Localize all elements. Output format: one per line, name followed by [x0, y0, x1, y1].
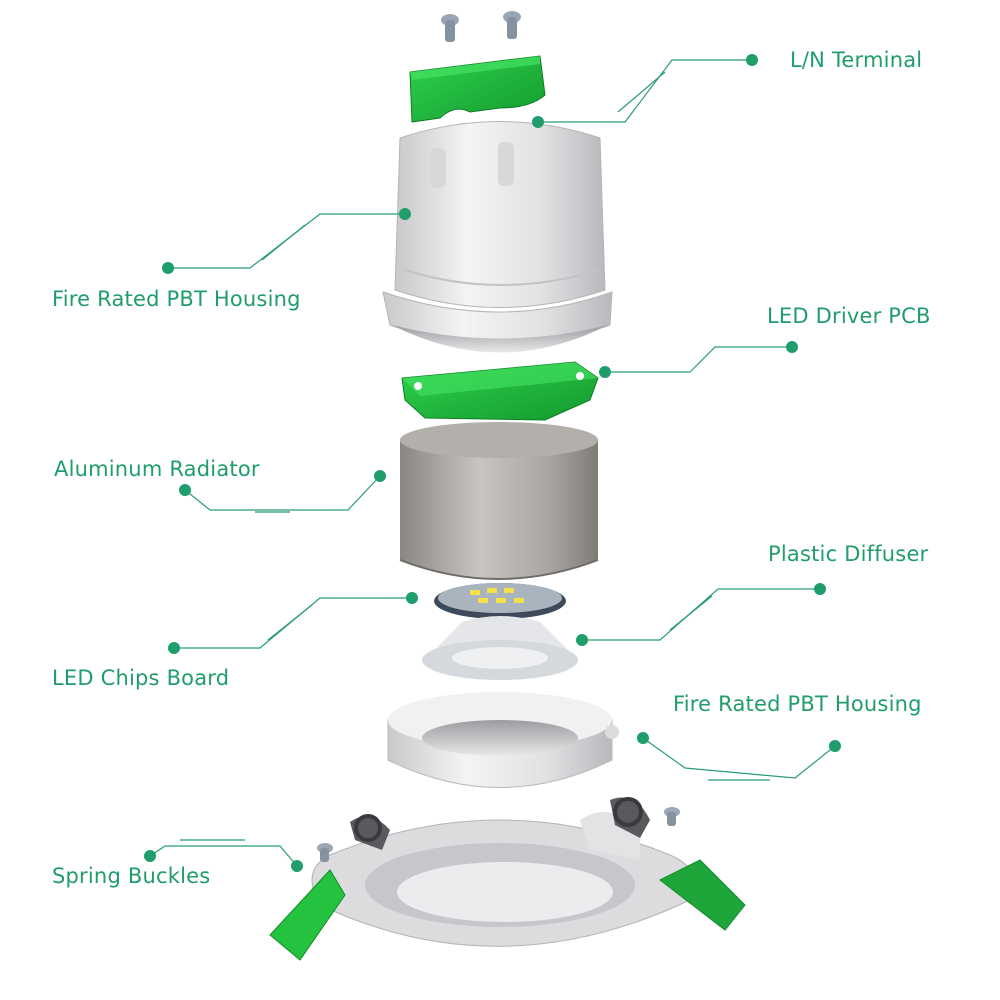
leader-lines — [149, 59, 836, 867]
label-aluminum-radiator: Aluminum Radiator — [54, 457, 260, 481]
leader-spring-buckles — [149, 839, 298, 867]
spring-buckle-right-icon — [610, 797, 746, 931]
screw-right-icon — [503, 11, 521, 39]
top-screws — [441, 11, 521, 42]
lower-housing-part — [387, 692, 619, 788]
leader-ln-terminal — [538, 59, 752, 123]
screw-lower-right-icon — [664, 807, 680, 826]
label-fire-housing-bottom: Fire Rated PBT Housing — [673, 692, 922, 716]
leader-aluminum-radiator — [184, 475, 381, 513]
aluminum-radiator-part — [399, 422, 599, 580]
screw-lower-left-icon — [317, 843, 333, 862]
leader-led-driver-pcb — [605, 346, 792, 373]
leader-plastic-diffuser — [582, 588, 820, 641]
leader-fire-housing-top — [168, 213, 405, 269]
label-fire-housing-top: Fire Rated PBT Housing — [52, 287, 301, 311]
led-chips-board-part — [434, 583, 566, 619]
upper-housing-part — [382, 121, 613, 353]
label-spring-buckles: Spring Buckles — [52, 864, 211, 888]
label-plastic-diffuser: Plastic Diffuser — [768, 542, 929, 566]
leader-fire-housing-bottom — [642, 737, 836, 781]
leader-led-chips-board — [174, 597, 412, 649]
label-led-driver-pcb: LED Driver PCB — [767, 304, 931, 328]
spring-buckle-left-icon — [269, 814, 390, 961]
ln-terminal-part — [409, 55, 546, 123]
screw-left-icon — [441, 14, 459, 42]
led-driver-pcb-part — [401, 361, 599, 421]
label-ln-terminal: L/N Terminal — [790, 48, 923, 72]
label-led-chips-board: LED Chips Board — [52, 666, 230, 690]
leader-dots — [144, 54, 841, 872]
plastic-diffuser-part — [422, 616, 578, 680]
